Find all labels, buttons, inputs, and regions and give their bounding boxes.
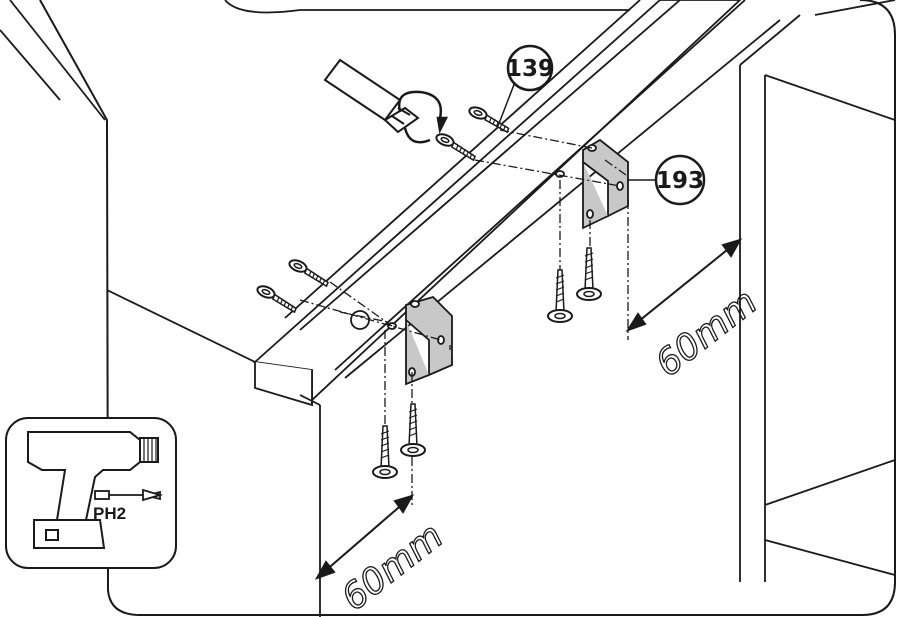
screw-bracket-front-2: [400, 403, 426, 457]
callout-139: 139: [497, 44, 554, 127]
screw-bracket-front-1: [372, 425, 398, 479]
bracket-rear: [555, 138, 629, 230]
callout-193: 193: [627, 154, 706, 206]
dimension-front: [314, 494, 415, 580]
callout-139-label: 139: [506, 56, 554, 82]
screw-bracket-rear-1: [547, 269, 573, 323]
callout-193-label: 193: [656, 168, 704, 194]
screw-bracket-rear-2: [576, 247, 602, 301]
cordless-drill-icon: [27, 431, 159, 549]
dimension-rear-label: 60mm: [648, 281, 765, 385]
clockwise-rotation-icon: [397, 90, 449, 144]
bit-label: PH2: [93, 504, 126, 523]
screw-rail-front-2: [253, 282, 301, 314]
screw-rail-front-1: [285, 256, 333, 288]
bracket-front: [387, 295, 453, 386]
dowel-hole: [350, 310, 370, 330]
dimension-front-label: 60mm: [334, 515, 451, 617]
screwdriver-bit-icon: [94, 488, 164, 502]
dimension-rear: [625, 238, 743, 332]
screw-rail-rear-2: [432, 130, 480, 162]
tool-inset: PH2: [5, 417, 177, 569]
frame-border: [39, 0, 896, 616]
top-rail: [252, 0, 781, 407]
